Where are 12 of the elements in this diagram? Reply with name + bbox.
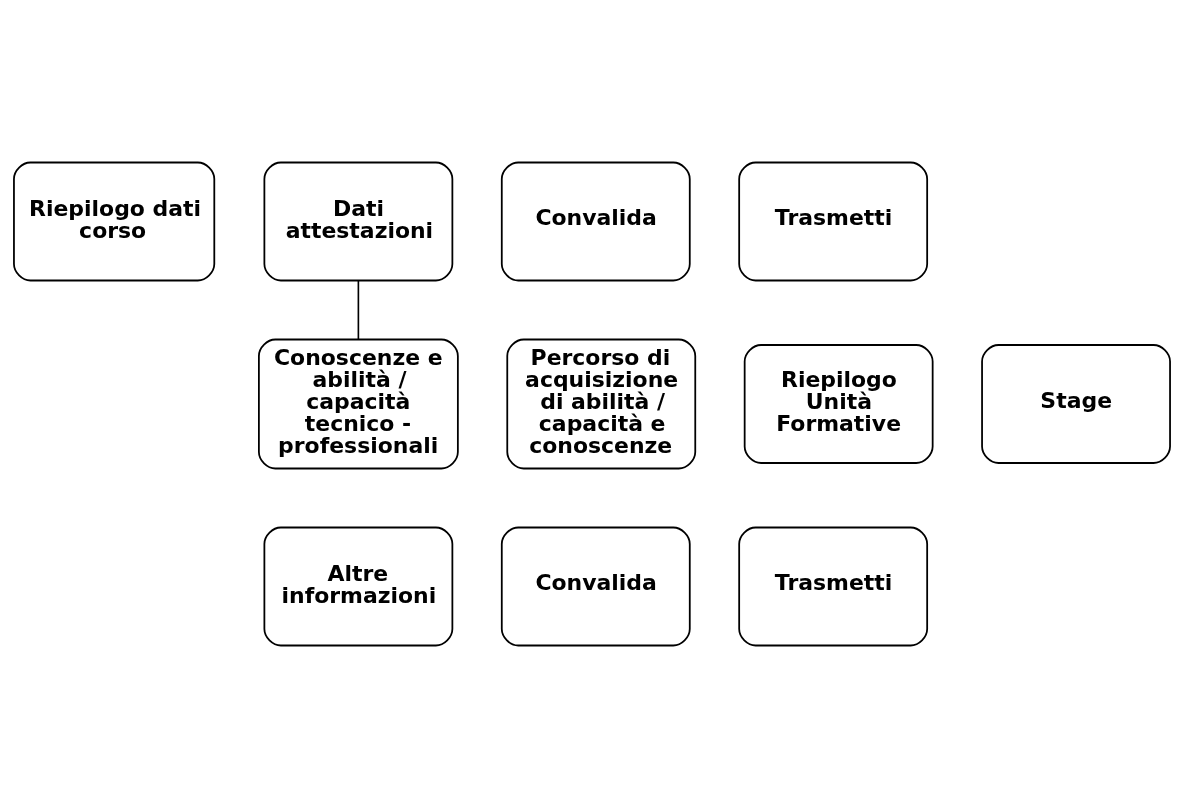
node-box: Trasmetti: [738, 526, 929, 646]
node-box: Riepilogo dati corso: [13, 161, 216, 281]
node-box: Trasmetti: [738, 161, 929, 281]
node-box: Percorso di acquisizione di abilità / capacità e conoscenze: [506, 338, 697, 469]
node-box: Altre informazioni: [263, 526, 454, 646]
connector: [357, 279, 360, 340]
node-box: Conoscenze e abilità / capacità tecnico - professionali: [258, 338, 459, 469]
node-box: Stage: [981, 343, 1171, 464]
node-box: Convalida: [500, 161, 691, 281]
node-box: Riepilogo Unità Formative: [743, 343, 934, 464]
node-box: Convalida: [500, 526, 691, 646]
node-box: Dati attestazioni: [263, 161, 454, 281]
